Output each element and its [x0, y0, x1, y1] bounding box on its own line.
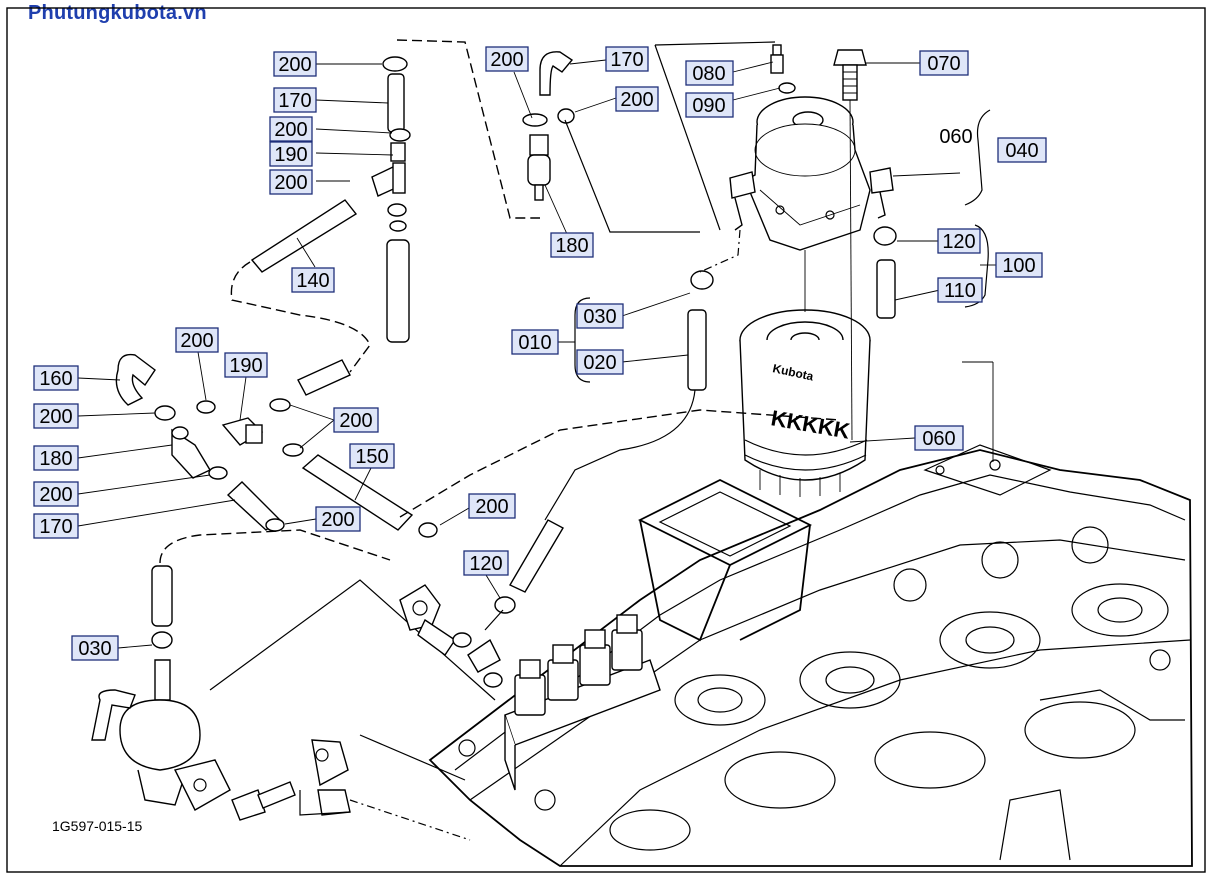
callout-label[interactable]: 200 — [269, 116, 313, 142]
svg-text:200: 200 — [39, 484, 72, 506]
svg-text:200: 200 — [339, 410, 372, 432]
callout-label[interactable]: 140 — [291, 267, 335, 293]
injection-nozzles — [504, 614, 661, 791]
leader-lines — [77, 59, 1022, 649]
callout-label[interactable]: 030 — [71, 635, 119, 661]
hose-140 — [230, 199, 371, 396]
diagram-frame — [6, 7, 1206, 873]
fuel-filter-assembly: Kubota KKKKK — [729, 44, 894, 497]
callout-label[interactable]: 200 — [273, 51, 317, 77]
svg-text:190: 190 — [229, 355, 262, 377]
fuel-feed-pump — [91, 529, 496, 841]
callout-label[interactable]: 060 — [914, 425, 964, 451]
svg-text:190: 190 — [274, 144, 307, 166]
drawing-code: 1G597-015-15 — [52, 818, 143, 834]
svg-text:170: 170 — [278, 90, 311, 112]
svg-text:150: 150 — [355, 446, 388, 468]
svg-text:100: 100 — [1002, 255, 1035, 277]
svg-text:200: 200 — [490, 49, 523, 71]
callout-label[interactable]: 040 — [997, 137, 1047, 163]
overflow-pipe-fittings — [399, 584, 504, 688]
svg-text:200: 200 — [620, 89, 653, 111]
callout-labels: 200 170 200 190 200 140 200 170 200 180 … — [33, 46, 1047, 661]
callout-label[interactable]: 190 — [269, 141, 313, 167]
svg-text:160: 160 — [39, 368, 72, 390]
callout-label[interactable]: 020 — [576, 349, 624, 375]
callout-label[interactable]: 200 — [333, 407, 379, 433]
callout-label[interactable]: 160 — [33, 365, 79, 391]
callout-label[interactable]: 030 — [576, 303, 624, 329]
callout-label[interactable]: 200 — [175, 327, 219, 353]
cylinder-head-drawing — [428, 444, 1193, 867]
left-middle-fittings — [115, 353, 841, 538]
svg-text:200: 200 — [278, 54, 311, 76]
upper-left-fittings — [371, 39, 540, 343]
callout-label[interactable]: 120 — [937, 228, 981, 254]
svg-text:110: 110 — [944, 280, 976, 302]
svg-text:060: 060 — [922, 428, 955, 450]
callout-label[interactable]: 170 — [33, 513, 79, 539]
svg-text:120: 120 — [469, 553, 502, 575]
callout-label[interactable]: 090 — [685, 92, 734, 118]
svg-text:090: 090 — [692, 95, 725, 117]
svg-text:080: 080 — [692, 63, 725, 85]
filter-hoses — [544, 226, 897, 521]
callout-label[interactable]: 010 — [511, 329, 559, 355]
callout-label[interactable]: 190 — [224, 352, 268, 378]
callout-label[interactable]: 170 — [605, 46, 649, 72]
callout-label[interactable]: 070 — [919, 50, 969, 76]
callout-label[interactable]: 100 — [995, 252, 1043, 278]
svg-text:180: 180 — [39, 448, 72, 470]
callout-label[interactable]: 200 — [33, 403, 79, 429]
callout-label[interactable]: 180 — [550, 232, 594, 258]
svg-text:020: 020 — [583, 352, 616, 374]
svg-text:120: 120 — [942, 231, 975, 253]
group-brackets — [574, 109, 991, 383]
svg-text:070: 070 — [927, 53, 960, 75]
svg-text:200: 200 — [39, 406, 72, 428]
svg-text:200: 200 — [321, 509, 354, 531]
callout-label[interactable]: 170 — [273, 87, 317, 113]
svg-text:170: 170 — [610, 49, 643, 71]
callout-label[interactable]: 200 — [269, 169, 313, 195]
svg-text:200: 200 — [274, 119, 307, 141]
svg-text:140: 140 — [296, 270, 329, 292]
callout-label[interactable]: 180 — [33, 445, 79, 471]
callout-label[interactable]: 200 — [315, 506, 361, 532]
hose-120-lower — [494, 519, 564, 614]
middle-top-fittings — [522, 41, 776, 233]
svg-text:200: 200 — [475, 496, 508, 518]
callout-label[interactable]: 080 — [685, 60, 734, 86]
svg-text:030: 030 — [583, 306, 616, 328]
callout-label[interactable]: 120 — [463, 550, 509, 576]
svg-text:010: 010 — [518, 332, 551, 354]
callout-label[interactable]: 110 — [937, 277, 983, 303]
callout-label[interactable]: 200 — [615, 86, 659, 112]
svg-text:180: 180 — [555, 235, 588, 257]
svg-text:040: 040 — [1005, 140, 1038, 162]
callout-label[interactable]: 200 — [485, 46, 529, 72]
svg-text:030: 030 — [78, 638, 111, 660]
plain-label-060[interactable]: 060 — [939, 126, 972, 148]
svg-text:170: 170 — [39, 516, 72, 538]
svg-text:200: 200 — [274, 172, 307, 194]
callout-label[interactable]: 200 — [33, 481, 79, 507]
callout-label[interactable]: 150 — [349, 443, 395, 469]
svg-text:200: 200 — [180, 330, 213, 352]
callout-label[interactable]: 200 — [468, 493, 516, 519]
